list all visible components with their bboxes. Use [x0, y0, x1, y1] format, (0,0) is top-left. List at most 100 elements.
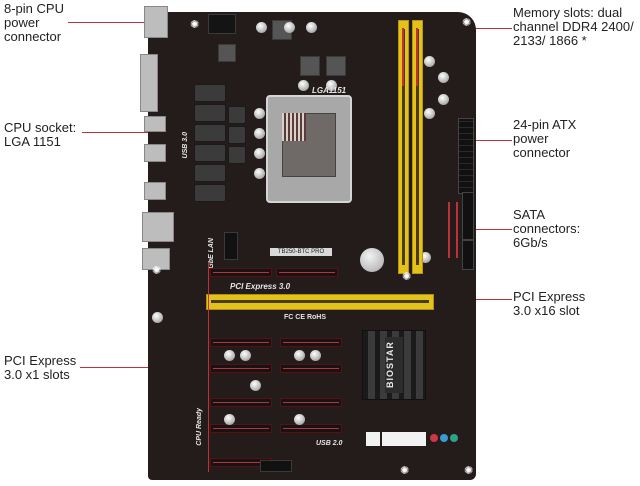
slot-marker — [283, 428, 339, 429]
socket-silk: LGA1151 — [312, 86, 347, 95]
mounting-hole: ✺ — [402, 271, 412, 283]
slot-marker — [213, 402, 269, 403]
vrm-5 — [194, 164, 226, 182]
slot-marker — [213, 272, 269, 273]
capacitor — [326, 80, 337, 91]
socket-pins — [282, 113, 306, 141]
sata-marker-1 — [448, 202, 450, 258]
capacitor — [424, 56, 435, 67]
audio-ports — [142, 248, 170, 270]
motherboard: USB 3.0 GbE LAN ✺ LGA1151 — [140, 6, 476, 480]
capacitor — [284, 22, 295, 33]
callout-pcie-x1: PCI Express 3.0 x1 slots — [4, 353, 77, 382]
vrm-6 — [194, 184, 226, 202]
callout-sata: SATA connectors: 6Gb/s — [513, 207, 581, 250]
capacitor — [152, 312, 163, 323]
dimm-slot-2 — [412, 20, 423, 274]
capacitor — [294, 414, 305, 425]
slot-marker — [283, 342, 339, 343]
dimm-groove — [416, 29, 419, 265]
capacitor — [224, 414, 235, 425]
pcie-x1-slot — [280, 424, 342, 433]
capacitor — [420, 252, 431, 263]
sticker-small — [366, 432, 380, 446]
capacitor — [240, 350, 251, 361]
pcie-x1-slot — [210, 338, 272, 347]
chipset-heatsink: BIOSTAR — [362, 330, 426, 400]
lan-silk: GbE LAN — [208, 238, 215, 269]
capacitor — [250, 380, 261, 391]
lan-port — [142, 212, 174, 242]
capacitor — [438, 72, 449, 83]
hdmi-port — [144, 116, 166, 132]
callout-atx-power: 24-pin ATX power connector — [513, 117, 577, 160]
mounting-hole: ✺ — [400, 465, 410, 477]
pcie-x1-marker — [208, 262, 209, 472]
leader-pcie-x1 — [80, 367, 210, 368]
molex-connector — [224, 232, 238, 260]
dvi-port — [140, 54, 158, 112]
mounting-hole: ✺ — [152, 265, 162, 277]
usb-port-1 — [144, 144, 166, 162]
mosfet-1 — [300, 56, 320, 76]
x16-groove — [211, 300, 429, 303]
certifications: FC CE RoHS — [284, 314, 326, 321]
vrm-2 — [194, 104, 226, 122]
slot-marker — [283, 402, 339, 403]
pcie-x1-slot — [280, 338, 342, 347]
memory-marker-1 — [402, 28, 404, 86]
mosfet-2 — [326, 56, 346, 76]
pcie-x1-slot — [280, 398, 342, 407]
pcie-x1-slot — [210, 364, 272, 373]
usb2-silk: USB 2.0 — [316, 440, 343, 447]
vrm-7 — [228, 106, 246, 124]
slot-marker — [213, 462, 269, 463]
capacitor — [306, 22, 317, 33]
indicator-blue — [440, 434, 448, 442]
capacitor — [254, 148, 265, 159]
pcie-x16-slot — [206, 294, 434, 310]
pcie-x1-slot — [210, 398, 272, 407]
capacitor — [294, 350, 305, 361]
capacitor — [224, 350, 235, 361]
capacitor — [298, 80, 309, 91]
vrm-8 — [228, 126, 246, 144]
model-label: TB250-BTC PRO — [270, 248, 332, 256]
pcie-x1-slot — [276, 268, 338, 277]
dimm-groove — [402, 29, 405, 265]
sata-connectors-1 — [462, 192, 474, 240]
capacitor — [254, 108, 265, 119]
mounting-hole: ✺ — [464, 465, 474, 477]
slot-marker — [213, 368, 269, 369]
capacitor — [254, 128, 265, 139]
slot-marker — [283, 368, 339, 369]
pcie-x1-slot — [280, 364, 342, 373]
molex-bottom — [260, 460, 292, 472]
callout-pcie-x16: PCI Express 3.0 x16 slot — [513, 289, 586, 318]
mounting-hole: ✺ — [462, 17, 472, 29]
biostar-logo: BIOSTAR — [385, 337, 403, 393]
vrm-3 — [194, 124, 226, 142]
callout-cpu-power: 8-pin CPU power connector — [4, 1, 64, 44]
capacitor — [310, 350, 321, 361]
indicator-green — [450, 434, 458, 442]
pcie-silk: PCI Express 3.0 — [230, 282, 291, 291]
sticker-large — [382, 432, 426, 446]
leader-atx-power — [460, 140, 512, 141]
vrm-4 — [194, 144, 226, 162]
callout-cpu-socket: CPU socket: LGA 1151 — [4, 120, 77, 149]
sata-marker-2 — [456, 202, 458, 258]
fan-silk: CPU Ready — [196, 408, 203, 446]
slot-marker — [213, 428, 269, 429]
pcie-x1-slot — [210, 424, 272, 433]
sata-connectors-2 — [462, 240, 474, 270]
mounting-hole: ✺ — [190, 19, 200, 31]
capacitor — [424, 108, 435, 119]
chip-2 — [218, 44, 236, 62]
ps2-port — [144, 6, 168, 38]
capacitor — [256, 22, 267, 33]
cpu-socket — [266, 95, 352, 203]
slot-marker — [213, 342, 269, 343]
usb3-silk: USB 3.0 — [182, 132, 189, 159]
capacitor — [254, 168, 265, 179]
